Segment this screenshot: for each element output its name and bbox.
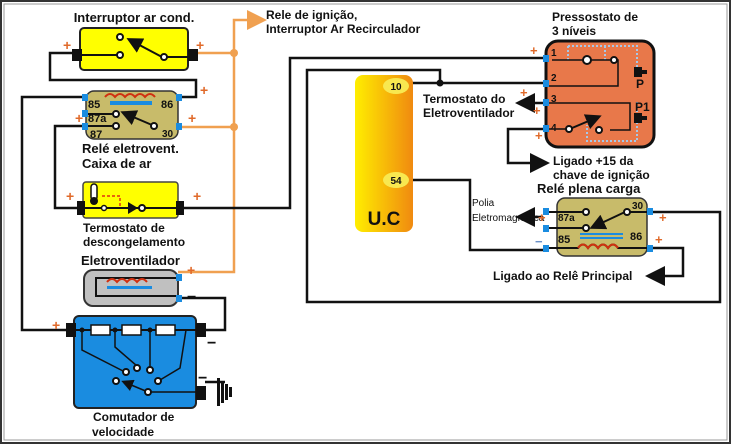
pressostato-pin-1: 1 — [551, 48, 557, 59]
ground-icon — [217, 378, 232, 406]
termostato-eletro-label: Termostato do — [423, 92, 505, 106]
pressostato-pin-2: 2 — [551, 73, 557, 84]
pressostato-subtitle: 3 níveis — [552, 24, 596, 38]
rp-pin-30: 30 — [632, 201, 644, 212]
rele-plena-title: Relé plena carga — [537, 181, 641, 196]
interruptor-recirculador-label: Interruptor Ar Recirculador — [266, 22, 421, 36]
unidade-controle[interactable] — [355, 75, 413, 232]
polia-label: Polia — [472, 198, 495, 209]
minus-sign: − — [535, 234, 543, 249]
plus-sign: + — [193, 188, 201, 204]
uc-pin-54: 54 — [390, 176, 402, 187]
sensor-p: P — [636, 77, 644, 91]
rele-plena-carga[interactable] — [543, 197, 653, 257]
rp-pin-86: 86 — [630, 231, 642, 243]
interruptor-title: Interruptor ar cond. — [74, 10, 195, 25]
plus-sign: + — [188, 110, 196, 126]
pin-85: 85 — [88, 99, 100, 111]
plus-sign: + — [63, 37, 71, 53]
minus-sign: − — [198, 370, 207, 387]
comutador-subtitle: velocidade — [92, 425, 154, 439]
rele-eletrovent-title: Relé eletrovent. — [82, 141, 179, 156]
pressostato-pin-4: 4 — [551, 123, 557, 134]
plus-sign: + — [659, 210, 667, 225]
plus-sign: + — [196, 37, 204, 53]
minus-signs-left: − − − — [187, 289, 216, 387]
pressostato-title: Pressostato de — [552, 10, 638, 24]
ligado15-label-2: chave de ignição — [553, 168, 650, 182]
pressostato-3-niveis[interactable] — [543, 39, 656, 149]
pin-30: 30 — [162, 129, 174, 140]
polarity-signs-left: + + + + + + + + + — [52, 37, 208, 333]
comutador-velocidade[interactable] — [66, 315, 206, 409]
ligado-rele-principal-label: Ligado ao Relê Principal — [493, 269, 632, 283]
uc-pin-10: 10 — [390, 82, 402, 93]
rele-eletrovent-subtitle: Caixa de ar — [82, 156, 151, 171]
plus-sign: + — [200, 82, 208, 98]
plus-sign: + — [187, 262, 195, 278]
plus-sign: + — [520, 85, 528, 100]
minus-sign: − — [207, 335, 216, 352]
minus-sign: − — [187, 289, 196, 306]
polia-label-2: Eletromagnética — [472, 213, 545, 224]
plus-sign: + — [655, 232, 663, 247]
termostato-eletro-label-2: Eletroventilador — [423, 106, 515, 120]
junction-dot — [436, 79, 444, 87]
plus-sign: + — [75, 110, 83, 126]
comutador-title: Comutador de — [93, 410, 175, 424]
rele-ignicao-label: Rele de ignição, — [266, 8, 357, 22]
plus-sign: + — [533, 103, 541, 118]
polarity-signs-pressostato: + + + + — [520, 43, 543, 143]
rele-eletrovent[interactable] — [82, 90, 182, 140]
termostato-descongelamento[interactable] — [77, 181, 184, 219]
sensor-p1: P1 — [635, 100, 650, 114]
pin-87: 87 — [90, 129, 102, 141]
pin-87a: 87a — [88, 113, 107, 125]
uc-label: U.C — [368, 209, 401, 230]
termostato-desc-subtitle: descongelamento — [83, 235, 185, 249]
eletroventilador-title: Eletroventilador — [81, 253, 180, 268]
ligado15-label: Ligado +15 da — [553, 154, 634, 168]
plus-sign: + — [52, 317, 60, 333]
pin-86: 86 — [161, 99, 173, 111]
plus-sign: + — [66, 188, 74, 204]
eletroventilador[interactable] — [83, 269, 182, 307]
interruptor-ar-cond[interactable] — [72, 27, 198, 71]
polarity-signs-rele-plena: + + + − — [535, 210, 667, 249]
rp-pin-87a: 87a — [558, 213, 575, 224]
junction-dot — [230, 123, 238, 131]
junction-dot — [230, 49, 238, 57]
termostato-desc-title: Termostato de — [83, 221, 165, 235]
frame-inner-border — [3, 3, 728, 441]
pressostato-pin-3: 3 — [551, 94, 557, 105]
plus-sign: + — [535, 128, 543, 143]
plus-sign: + — [538, 210, 546, 225]
rp-pin-85: 85 — [558, 234, 570, 246]
plus-sign: + — [530, 43, 538, 58]
